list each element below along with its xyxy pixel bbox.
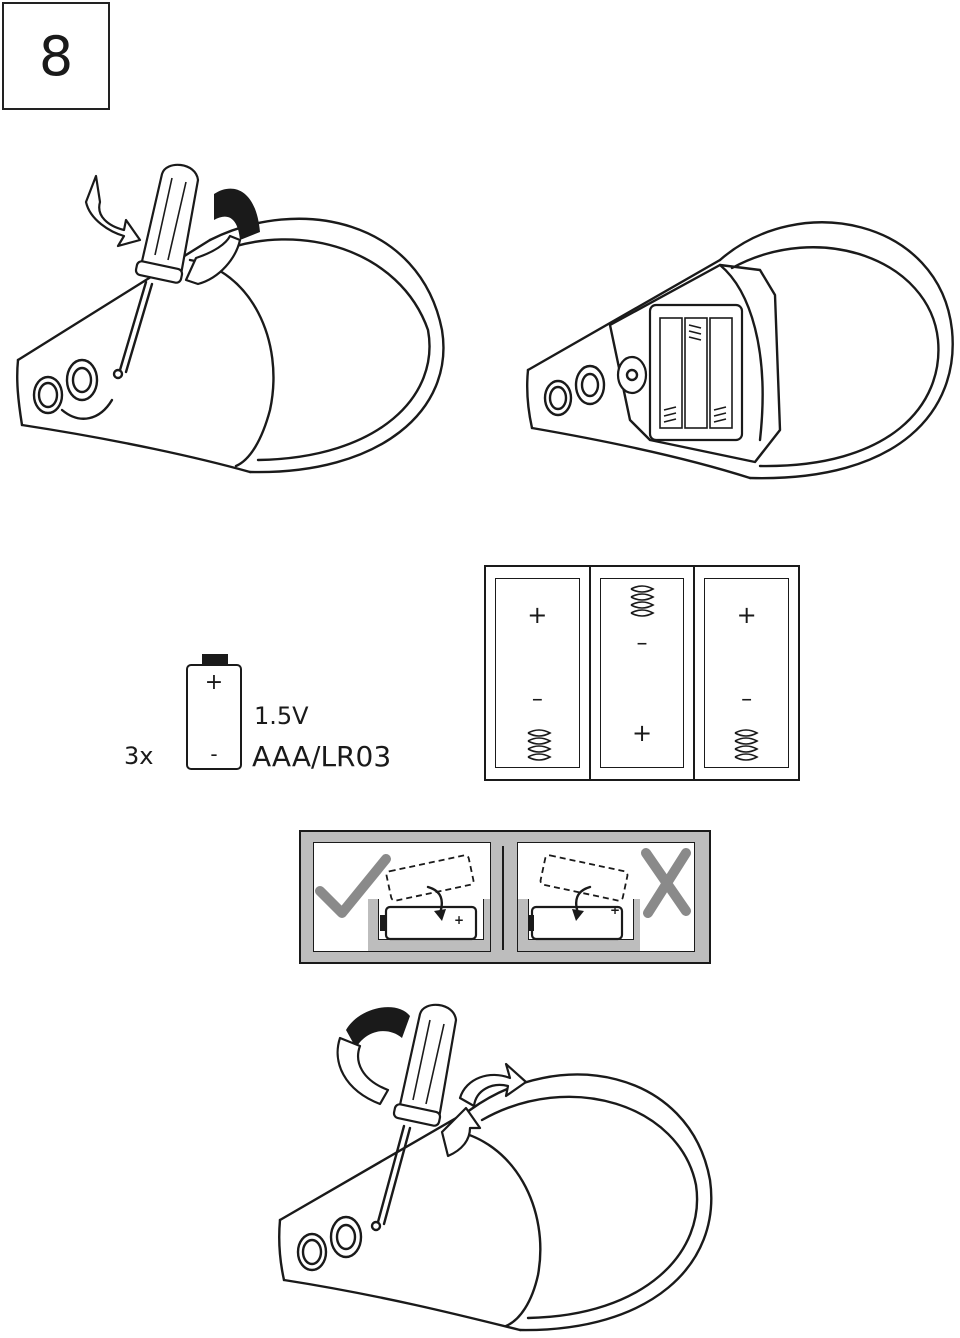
battery-minus-sign: - (210, 742, 218, 766)
screwdriver-icon (118, 163, 200, 374)
open-compartment-illustration (526, 221, 954, 480)
step-number: 8 (38, 24, 74, 88)
spring-icon (630, 585, 655, 617)
wrong-insertion-panel: + (517, 842, 695, 952)
battery-type: AAA/LR03 (252, 740, 392, 773)
spring-icon (734, 729, 760, 761)
wrong-plus-sign: + (610, 903, 621, 917)
slot-2-bottom-sign: + (631, 719, 653, 747)
battery-correct-icon (380, 854, 478, 941)
battery-slot-3: + – (695, 567, 798, 779)
unscrew-cover-illustration (16, 163, 445, 474)
screwdriver-icon (376, 1003, 458, 1226)
battery-icon: + - (186, 654, 242, 770)
screw-cover-illustration (278, 1003, 713, 1332)
slot-3-top-sign: + (736, 601, 757, 629)
battery-wrong-icon (528, 854, 629, 941)
battery-voltage: 1.5V (254, 702, 309, 730)
correct-plus-sign: + (454, 913, 465, 927)
insertion-diagram: + + (299, 830, 711, 964)
spring-icon (527, 729, 552, 761)
battery-plus-sign: + (204, 670, 224, 695)
slot-2-top-sign: – (636, 631, 648, 656)
rotate-arrow-icon (84, 174, 260, 286)
correct-insertion-panel: + (313, 842, 491, 952)
check-icon (315, 854, 391, 918)
spring-icon (663, 324, 727, 423)
cross-icon (641, 848, 691, 918)
battery-quantity: 3x (124, 742, 154, 770)
slot-1-top-sign: + (527, 601, 548, 629)
slot-3-bottom-sign: – (741, 687, 753, 712)
polarity-diagram: + – – + + – (484, 565, 800, 781)
rotate-arrow-icon (336, 1007, 528, 1158)
slot-1-bottom-sign: – (531, 687, 543, 712)
battery-slot-2: – + (591, 567, 696, 779)
step-number-box: 8 (2, 2, 110, 110)
battery-slot-1: + – (486, 567, 591, 779)
